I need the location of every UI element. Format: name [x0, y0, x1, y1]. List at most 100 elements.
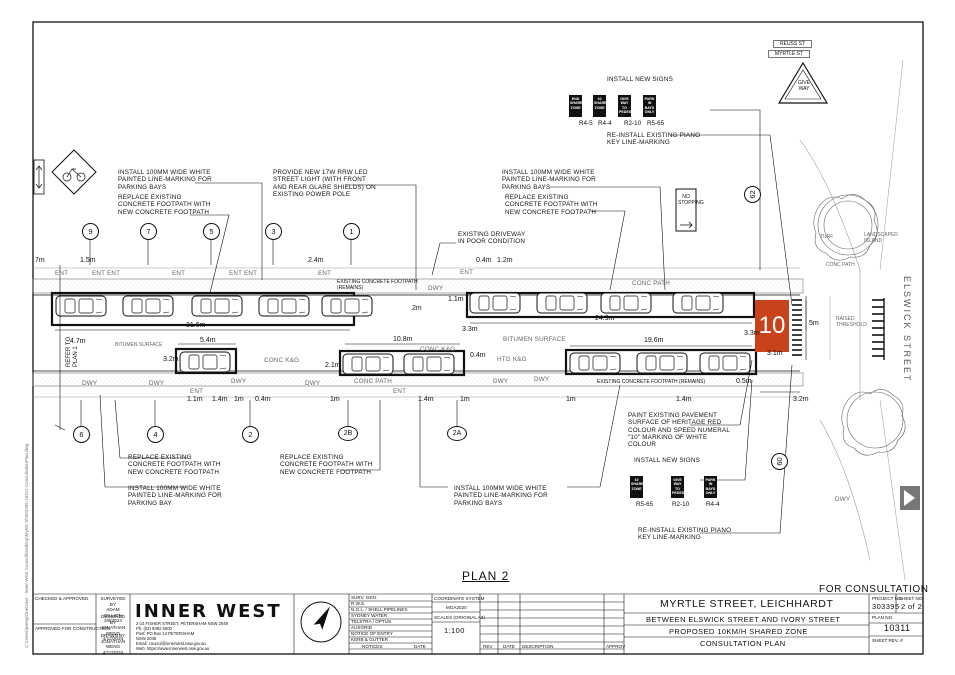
note-footpath-bottom-left: REPLACE EXISTING CONCRETE FOOTPATH WITH …	[128, 454, 221, 476]
label-dwy: DWY	[835, 496, 851, 503]
label-conc-path-bottom: CONC PATH	[354, 378, 392, 385]
dim-3-1m: 3.1m	[767, 350, 783, 357]
service-notice-entry: NOTICE OF ENTRY	[351, 631, 393, 636]
label-ent: ENT ENT	[92, 270, 121, 277]
sign-code-r5-65-bottom: R5-65	[636, 501, 654, 508]
dim-3-3m: 3.3m	[744, 330, 760, 337]
label-ent: ENT ENT	[229, 270, 258, 277]
dim-1-5m: 1.5m	[80, 257, 96, 264]
note-footpath-bottom-mid: REPLACE EXISTING CONCRETE FOOTPATH WITH …	[280, 454, 373, 476]
dim-1-4m: 1.4m	[418, 396, 434, 403]
sign-code-r5-65: R5-65	[647, 120, 665, 127]
note-reinstall-piano-bottom: RE-INSTALL EXISTING PIANO KEY LINE-MARKI…	[638, 527, 732, 542]
section-marker-1: 1	[343, 223, 360, 240]
dim-1-2m: 1.2m	[497, 257, 513, 264]
street-sign-reuss: REUSS ST	[773, 40, 813, 48]
street-sign-myrtle: MYRTLE ST	[768, 50, 810, 58]
section-marker-2: 2	[242, 426, 259, 443]
service-kerb-gutter: KERB & GUTTER	[351, 637, 389, 642]
dim-0-5m: 0.5m	[736, 378, 752, 385]
note-line-marking-right: INSTALL 100mm WIDE WHITE PAINTED LINE-MA…	[502, 169, 596, 191]
service-rws: R.W.S.	[351, 601, 366, 606]
give-way-pedestrians-sign-bottom: GIVE WAY TO PEDESTRIANS	[671, 476, 698, 498]
dim-2-1m: 2.1m	[325, 362, 341, 369]
plan-no-label: PLAN NO.	[872, 615, 894, 620]
label-ent: ENT	[460, 269, 474, 276]
sign-code-r4-5: R4-5	[579, 120, 593, 127]
note-footpath-right: REPLACE EXISTING CONCRETE FOOTPATH WITH …	[505, 194, 598, 216]
dim-3-2m-top: 3.2m	[163, 356, 179, 363]
label-existing-concrete-footpath-top: EXISTING CONCRETE FOOTPATH (REMAINS)	[337, 279, 418, 291]
consultation-stamp: FOR CONSULTATION	[819, 584, 929, 595]
dim-5m: 5m	[809, 320, 819, 327]
label-turf: TURF	[820, 234, 834, 240]
label-conc-kg-left: CONC K&G	[264, 357, 300, 364]
label-dwy: DWY	[149, 380, 165, 387]
file-path: C:\Users\jweng\OneDrive - Inner West Cou…	[24, 443, 29, 648]
section-marker-7: 7	[140, 223, 157, 240]
section-marker-2b: 2B	[338, 426, 358, 441]
service-ngl: N.G.L. / SHELL PIPELINES	[351, 607, 408, 612]
sign-code-r2-10: R2-10	[624, 120, 642, 127]
coord-system-label: COORDINATE SYSTEM	[434, 596, 485, 601]
section-marker-4: 4	[147, 426, 164, 443]
service-notices: NOTICES	[362, 644, 383, 649]
label-conc-path-top: CONC PATH	[632, 280, 670, 287]
speed-numeral-10: 10	[755, 300, 789, 352]
approved-construction-label: APPROVED FOR CONSTRUCTION	[35, 626, 110, 631]
rev-date-header: DATE	[503, 644, 515, 649]
sign-code-r4-4: R4-4	[598, 120, 612, 127]
sheet-rev-label: SHEET REV. #	[872, 638, 903, 643]
label-bitumen-surface-left: BITUMEN SURFACE	[115, 342, 163, 348]
give-way-sign-text: GIVE WAY	[798, 80, 810, 92]
project-subtitle-1: BETWEEN ELSWICK STREET AND IVORY STREET	[646, 615, 841, 624]
scale-value: 1:100	[444, 626, 465, 635]
service-sydney-water: SYDNEY WATER	[351, 613, 388, 618]
dim-3-2m: 3.2m	[793, 396, 809, 403]
label-dwy: DWY	[428, 285, 444, 292]
dim-4-7m: 4.7m	[70, 338, 86, 345]
service-ausgrid: AUSGRID	[351, 625, 372, 630]
coord-system: MGA2020	[446, 605, 467, 610]
dim-5-4m: 5.4m	[200, 337, 216, 344]
dim-7m: 7m	[35, 257, 45, 264]
no-stopping-sign-text: NO STOPPING	[678, 194, 704, 206]
label-dwy: DWY	[305, 380, 321, 387]
service-telstra: TELSTRA / OPTUS	[351, 619, 392, 624]
project-title: MYRTLE STREET, LEICHHARDT	[660, 598, 834, 610]
dim-24-9m: 24.9m	[595, 315, 615, 322]
section-marker-3: 3	[265, 223, 282, 240]
house-number-62: 62	[744, 186, 761, 203]
note-footpath-left: REPLACE EXISTING CONCRETE FOOTPATH WITH …	[118, 194, 211, 216]
label-existing-concrete-footpath-bottom: EXISTING CONCRETE FOOTPATH (REMAINS)	[597, 379, 706, 385]
dim-1m: 1m	[234, 396, 244, 403]
checked-approved-label: CHECKED & APPROVED	[35, 596, 89, 601]
section-marker-6: 6	[73, 426, 90, 443]
dim-1m: 1m	[566, 396, 576, 403]
label-conc-path-side: CONC PATH	[826, 262, 855, 268]
scales-label: SCALES (ORIGINAL A3)	[434, 615, 485, 620]
note-reinstall-piano-top: RE-INSTALL EXISTING PIANO KEY LINE-MARKI…	[607, 132, 701, 147]
install-signs-top: INSTALL NEW SIGNS	[607, 76, 674, 83]
sign-code-r2-10-bottom: R2-10	[672, 501, 690, 508]
label-htg-kg: HTG K&G	[497, 356, 527, 363]
rev-description-header: DESCRIPTION	[522, 644, 554, 649]
sheet-no-label: SHEET NO.	[899, 596, 924, 601]
shared-zone-sign-bottom: 10 SHARED ZONE	[630, 476, 646, 498]
drawn-by: DRAWN BY JONATHAN WENG 4/12/2024	[100, 633, 126, 655]
dim-1-4m: 1.4m	[212, 396, 228, 403]
rev-approv-header: APPROV	[606, 644, 626, 649]
note-line-marking-bottom-left: INSTALL 100mm WIDE WHITE PAINTED LINE-MA…	[128, 485, 222, 507]
dim-1-4m: 1.4m	[676, 396, 692, 403]
dim-1m: 1m	[330, 396, 340, 403]
label-landscaped-island: LANDSCAPED ISLAND	[864, 232, 898, 244]
dim-1-1m: 1.1m	[187, 396, 203, 403]
label-ent: ENT	[318, 270, 332, 277]
dim-0-4m: 0.4m	[476, 257, 492, 264]
label-conc-kg-mid: CONC K&G	[420, 346, 456, 353]
label-ent: ENT	[172, 270, 186, 277]
note-driveway: EXISTING DRIVEWAY IN POOR CONDITION	[458, 231, 526, 246]
sign-code-r4-4-bottom: R4-4	[706, 501, 720, 508]
